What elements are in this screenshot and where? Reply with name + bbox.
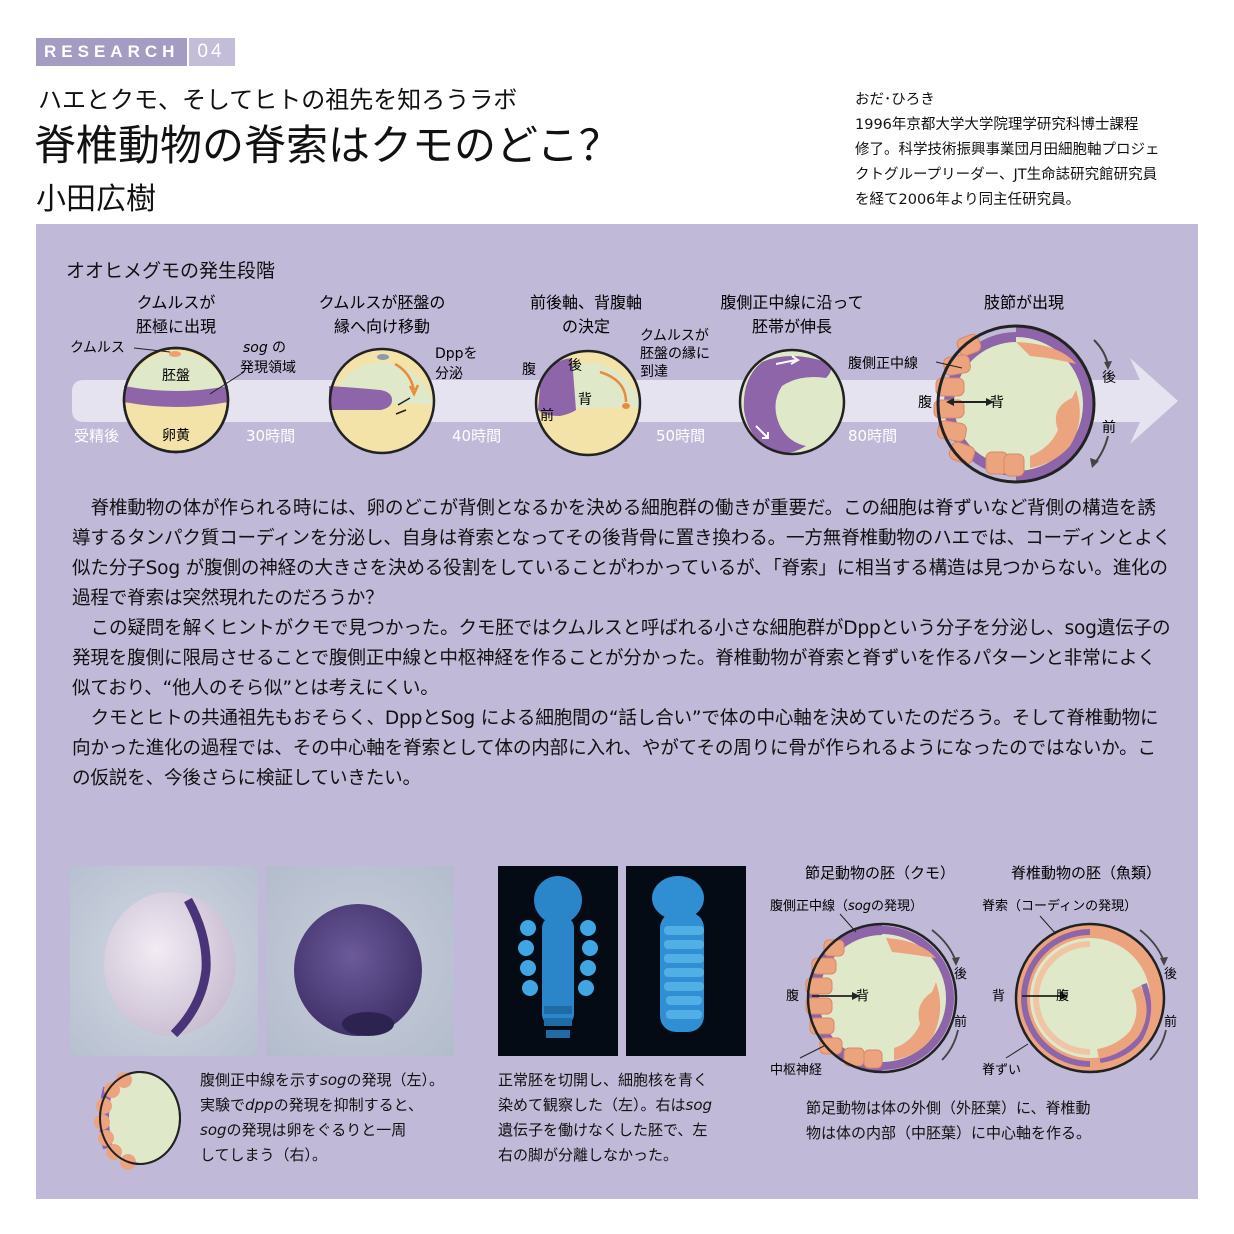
midline-label: 腹側正中線: [848, 355, 918, 372]
stage-3-caption: 前後軸、背腹軸: [530, 293, 642, 312]
ventral-label: 腹: [786, 988, 799, 1004]
dorsal-label: 背: [990, 395, 1004, 411]
sog-pointer: [209, 371, 245, 395]
article-paragraph: 脊椎動物の体が作られる時には、卵のどこが背側となるかを決める細胞群の働きが重要だ…: [72, 498, 1171, 609]
arthropod-embryo: [799, 913, 960, 1074]
anterior-label: 前: [954, 1014, 967, 1030]
stage-1-caption: 胚極に出現: [136, 317, 216, 336]
dorsal-label: 背: [992, 989, 1005, 1004]
comparison-diagram: 節足動物の胚（クモ） 脊椎動物の胚（魚類） 腹側正中線（sogの発現） 脊索（コ…: [770, 864, 1177, 1078]
vertebrate-title: 脊椎動物の胚（魚類）: [1011, 864, 1161, 882]
ventral-label: 腹: [1056, 988, 1069, 1004]
bio-name: おだ･ひろき: [855, 92, 935, 108]
sog-mutant-photo: [626, 866, 746, 1056]
dpp-label: 分泌: [435, 366, 463, 382]
bio-line: を経て2006年より同主任研究員。: [855, 192, 1081, 208]
photo-caption-left: 腹側正中線を示すsogの発現（左）。 実験でdppの発現を抑制すると、 sogの…: [200, 1071, 445, 1164]
cns-label: 中枢神経: [770, 1063, 822, 1078]
embryo-icon: [94, 1071, 181, 1170]
time-label: 40時間: [452, 427, 501, 445]
sog-label-suffix: の: [272, 340, 286, 356]
stage-3-caption: の決定: [562, 317, 610, 336]
section-number: 04: [189, 38, 235, 66]
page-title: 脊椎動物の脊索はクモのどこ？: [34, 121, 621, 170]
sog-expression-photo-right: [266, 866, 454, 1056]
sog-label-italic: sog: [243, 340, 268, 356]
stage-3-embryo: [534, 349, 642, 457]
stage-5-embryo: [933, 324, 1112, 484]
vertebrate-top-label: 脊索（コーディンの発現）: [982, 898, 1137, 914]
reach-label: 胚盤の縁に: [640, 346, 710, 362]
anterior-label: 前: [540, 407, 554, 424]
stages-figure: クムルスが 胚極に出現 クムルスが胚盤の 縁へ向け移動 前後軸、背腹軸 の決定 …: [70, 293, 1178, 484]
sog-expression-photo-left: [70, 866, 258, 1056]
dorsal-label: 背: [578, 392, 592, 408]
sog-region-label: 発現領域: [240, 359, 296, 376]
stage-5-caption: 肢節が出現: [984, 293, 1064, 312]
reach-label: 到達: [640, 364, 668, 380]
normal-embryo-photo: [498, 866, 618, 1056]
posterior-label: 後: [1164, 967, 1177, 982]
yolk-label: 卵黄: [162, 427, 190, 444]
ventral-label: 腹: [918, 394, 932, 411]
time-label: 80時間: [848, 427, 897, 445]
reach-label: クムルスが: [640, 328, 709, 344]
blastoderm-label: 胚盤: [162, 368, 190, 384]
stage-4-embryo: [738, 348, 846, 456]
dpp-label: Dppを: [435, 346, 478, 362]
posterior-label: 後: [1102, 370, 1116, 386]
cumulus-pointer: [133, 347, 171, 353]
stage-4-caption: 腹側正中線に沿って: [720, 293, 863, 312]
posterior-label: 後: [954, 967, 967, 982]
comparison-caption: 節足動物は体の外側（外胚葉）に、脊椎動 物は体の内部（中胚葉）に中心軸を作る。: [806, 1099, 1092, 1142]
time-label: 50時間: [656, 427, 705, 445]
author-bio: おだ･ひろき 1996年京都大学大学院理学研究科博士課程 修了。科学技術振興事業…: [855, 88, 1205, 213]
stage-2-caption: 縁へ向け移動: [334, 317, 430, 336]
article-paragraph: クモとヒトの共通祖先もおそらく、DppとSog による細胞間の“話し合い”で体の…: [72, 708, 1159, 789]
ventral-label: 腹: [522, 361, 536, 378]
section-label: RESEARCH: [36, 38, 188, 66]
midline-pointer: [935, 361, 963, 369]
bio-line: 修了。科学技術振興事業団月田細胞軸プロジェ: [855, 142, 1160, 158]
spinal-cord-label: 脊ずい: [982, 1063, 1021, 1078]
bio-line: 1996年京都大学大学院理学研究科博士課程: [855, 117, 1139, 133]
dorsal-label: 背: [856, 989, 869, 1004]
page-subtitle: ハエとクモ、そしてヒトの祖先を知ろうラボ: [38, 86, 518, 114]
time-label: 受精後: [74, 427, 119, 445]
stage-4-caption: 胚帯が伸長: [752, 317, 832, 336]
stage-2-embryo: [328, 347, 436, 455]
stage-1-embryo: [122, 346, 230, 454]
time-label: 30時間: [246, 427, 295, 445]
article-paragraph: この疑問を解くヒントがクモで見つかった。クモ胚ではクムルスと呼ばれる小さな細胞群…: [72, 618, 1171, 699]
vertebrate-embryo: [1005, 915, 1168, 1074]
anterior-label: 前: [1102, 419, 1116, 436]
article-body: 脊椎動物の体が作られる時には、卵のどこが背側となるかを決める細胞群の働きが重要だ…: [72, 494, 1172, 794]
cumulus-label: クムルス: [70, 340, 125, 356]
photo-caption-middle: 正常胚を切開し、細胞核を青く 染めて観察した（左）。右はsog 遺伝子を働けなく…: [498, 1071, 713, 1164]
stage-2-caption: クムルスが胚盤の: [319, 293, 446, 312]
section-badge: RESEARCH 04: [36, 38, 235, 66]
figure-title: オオヒメグモの発生段階: [66, 260, 276, 282]
author-name: 小田広樹: [36, 182, 156, 217]
posterior-label: 後: [568, 358, 582, 374]
stage-1-caption: クムルスが: [137, 293, 216, 312]
bio-line: クトグループリーダー、JT生命誌研究館研究員: [855, 167, 1158, 183]
arthropod-top-label: 腹側正中線（sogの発現）: [770, 898, 923, 914]
anterior-label: 前: [1164, 1014, 1177, 1030]
arthropod-title: 節足動物の胚（クモ）: [805, 864, 955, 882]
